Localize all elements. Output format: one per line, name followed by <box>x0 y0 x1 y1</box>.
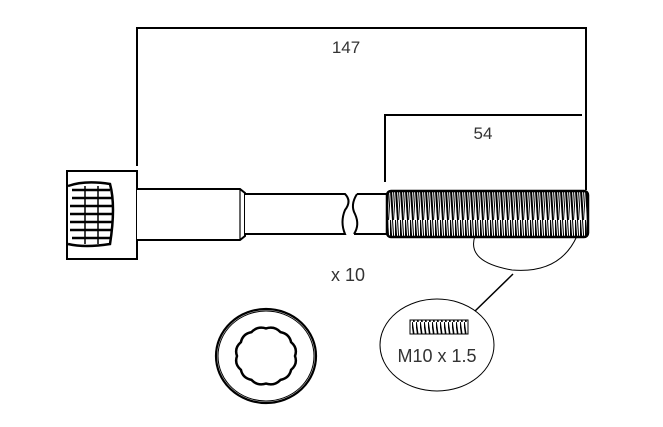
thread-length-label: 54 <box>474 124 493 143</box>
bolt-shank-upper <box>137 188 246 241</box>
twelve-point-drive-icon <box>67 181 115 248</box>
thread-spec-label: M10 x 1.5 <box>397 346 476 366</box>
thread-length-bracket <box>384 114 582 182</box>
thread-spec-bubble <box>379 298 495 392</box>
twelve-point-socket-icon <box>234 326 298 386</box>
quantity-label: x 10 <box>331 265 365 285</box>
bolt-shank-reduced <box>245 193 350 235</box>
bolt-end-view <box>214 307 318 405</box>
thread-spec-callout: M10 x 1.5 <box>379 298 495 392</box>
thread-detail-marker <box>473 235 578 271</box>
bolt-threaded-section <box>385 189 590 239</box>
overall-length-dimension: 147 <box>136 27 587 190</box>
thread-profile-icon <box>409 319 469 335</box>
callout-leader-line <box>472 273 514 314</box>
overall-length-bracket <box>136 27 587 190</box>
break-mark <box>351 193 359 235</box>
overall-length-label: 147 <box>332 38 360 57</box>
end-view-outer-ring-inner <box>217 310 315 402</box>
thread-length-dimension: 54 <box>384 114 582 182</box>
bolt-side-view <box>66 170 590 314</box>
